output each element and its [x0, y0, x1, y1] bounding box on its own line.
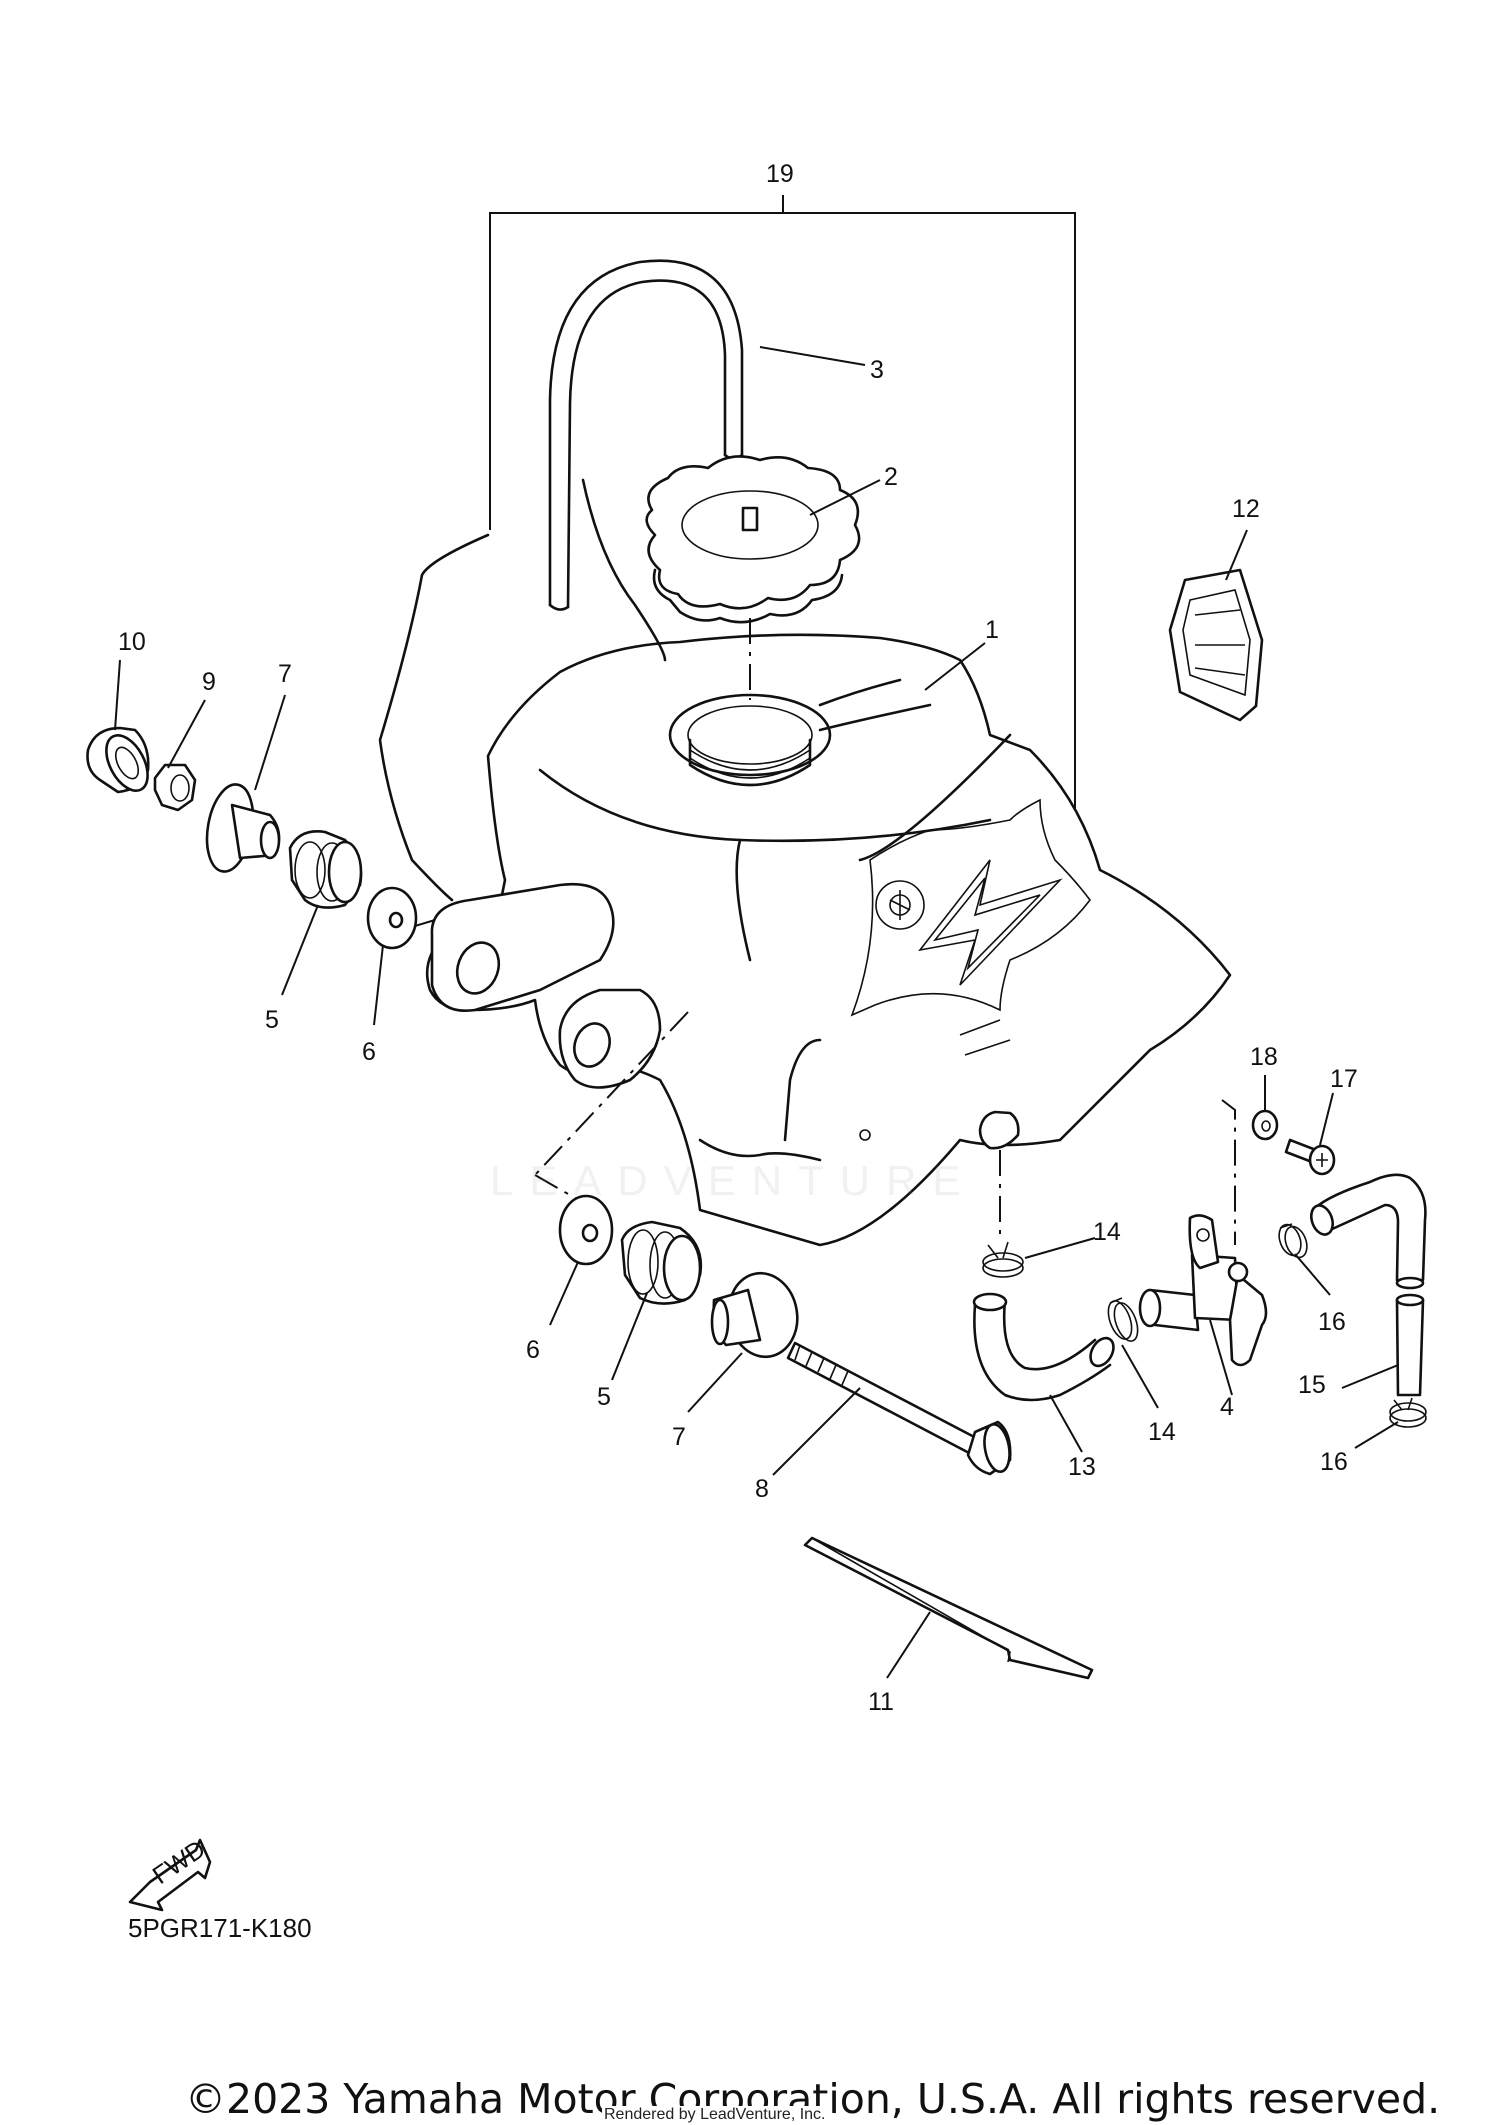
callout-10: 10	[118, 628, 146, 656]
collar-lower	[710, 1271, 799, 1359]
fuel-hose	[972, 1292, 1115, 1402]
callout-4: 4	[1220, 1393, 1234, 1421]
tank-pad	[803, 1536, 1094, 1680]
callout-17: 17	[1330, 1065, 1358, 1093]
rubber-cap	[86, 726, 150, 794]
callout-5-upper: 5	[265, 1006, 279, 1034]
fuel-cock	[1138, 1214, 1268, 1367]
callout-13: 13	[1068, 1453, 1096, 1481]
clip-hose-lower	[1389, 1397, 1427, 1428]
callout-16-upper: 16	[1318, 1308, 1346, 1336]
washer-upper	[366, 886, 418, 950]
callout-6-lower: 6	[526, 1336, 540, 1364]
callout-9: 9	[202, 668, 216, 696]
vent-hose	[1309, 1173, 1427, 1397]
callout-16-lower: 16	[1320, 1448, 1348, 1476]
leader-lines	[114, 200, 1399, 1679]
callout-1: 1	[985, 616, 999, 644]
bolt	[786, 1341, 1012, 1476]
callout-15: 15	[1298, 1371, 1326, 1399]
fuel-cap	[645, 455, 861, 624]
callout-7-lower: 7	[672, 1423, 686, 1451]
clip-hose-upper	[1278, 1223, 1308, 1259]
nut	[153, 763, 197, 812]
watermark: LEADVENTURE	[490, 1157, 977, 1204]
washer-screw	[1251, 1109, 1279, 1141]
rendered-by-note: Rendered by LeadVenture, Inc.	[602, 2106, 828, 2124]
grommet-upper	[288, 830, 363, 909]
fwd-arrow-icon: FWD	[128, 1835, 212, 1912]
callout-7-upper: 7	[278, 660, 292, 688]
callout-labels: 19 3 2 1 12 10 9 7 5 6 6 5 7 8 13 14 14 …	[118, 160, 1358, 1716]
callout-14-upper: 14	[1093, 1218, 1121, 1246]
damper-pad	[1168, 568, 1264, 722]
clip-lower	[1107, 1297, 1139, 1342]
callout-6-upper: 6	[362, 1038, 376, 1066]
callout-5-lower: 5	[597, 1383, 611, 1411]
grommet-lower	[620, 1220, 703, 1305]
callout-12: 12	[1232, 495, 1260, 523]
screw	[1284, 1138, 1336, 1176]
callout-18: 18	[1250, 1043, 1278, 1071]
callout-8: 8	[755, 1475, 769, 1503]
washer-lower	[558, 1194, 614, 1266]
clip-upper	[982, 1241, 1024, 1278]
fuel-tank	[378, 478, 1232, 1247]
callout-11: 11	[868, 1688, 894, 1716]
callout-19: 19	[766, 160, 794, 188]
callout-2: 2	[884, 463, 898, 491]
diagram-code: 5PGR171-K180	[128, 1913, 312, 1943]
collar-upper	[205, 783, 281, 873]
callout-3: 3	[870, 356, 884, 384]
callout-14-lower: 14	[1148, 1418, 1176, 1446]
